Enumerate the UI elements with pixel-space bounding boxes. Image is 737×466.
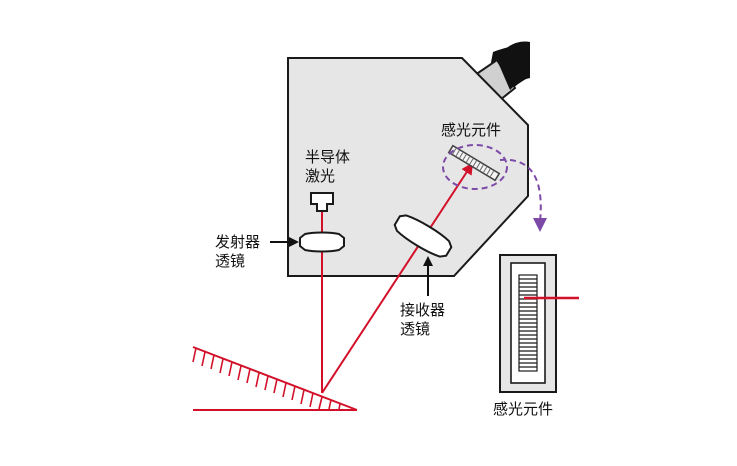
laser-diode bbox=[310, 192, 334, 212]
receiver-lens-label: 接收器 透镜 bbox=[400, 301, 446, 338]
cable bbox=[473, 41, 530, 102]
external-photosensor bbox=[499, 254, 557, 393]
laser-label: 半导体 激光 bbox=[305, 148, 351, 185]
emitter-lens-label: 发射器 透镜 bbox=[215, 233, 261, 270]
outer-sensor-label: 感光元件 bbox=[493, 400, 554, 418]
inner-sensor-label: 感光元件 bbox=[441, 121, 502, 139]
reflected-beam bbox=[321, 162, 474, 394]
receiver-lens bbox=[393, 214, 453, 258]
zoom-arrowhead bbox=[533, 218, 547, 232]
inner-photosensor bbox=[447, 144, 501, 182]
target-surface bbox=[192, 346, 358, 411]
emitter-lens bbox=[299, 231, 345, 253]
zoom-path-arrow bbox=[499, 158, 542, 223]
sensor-highlight-ellipse bbox=[442, 144, 508, 190]
sensor-housing bbox=[287, 57, 529, 277]
